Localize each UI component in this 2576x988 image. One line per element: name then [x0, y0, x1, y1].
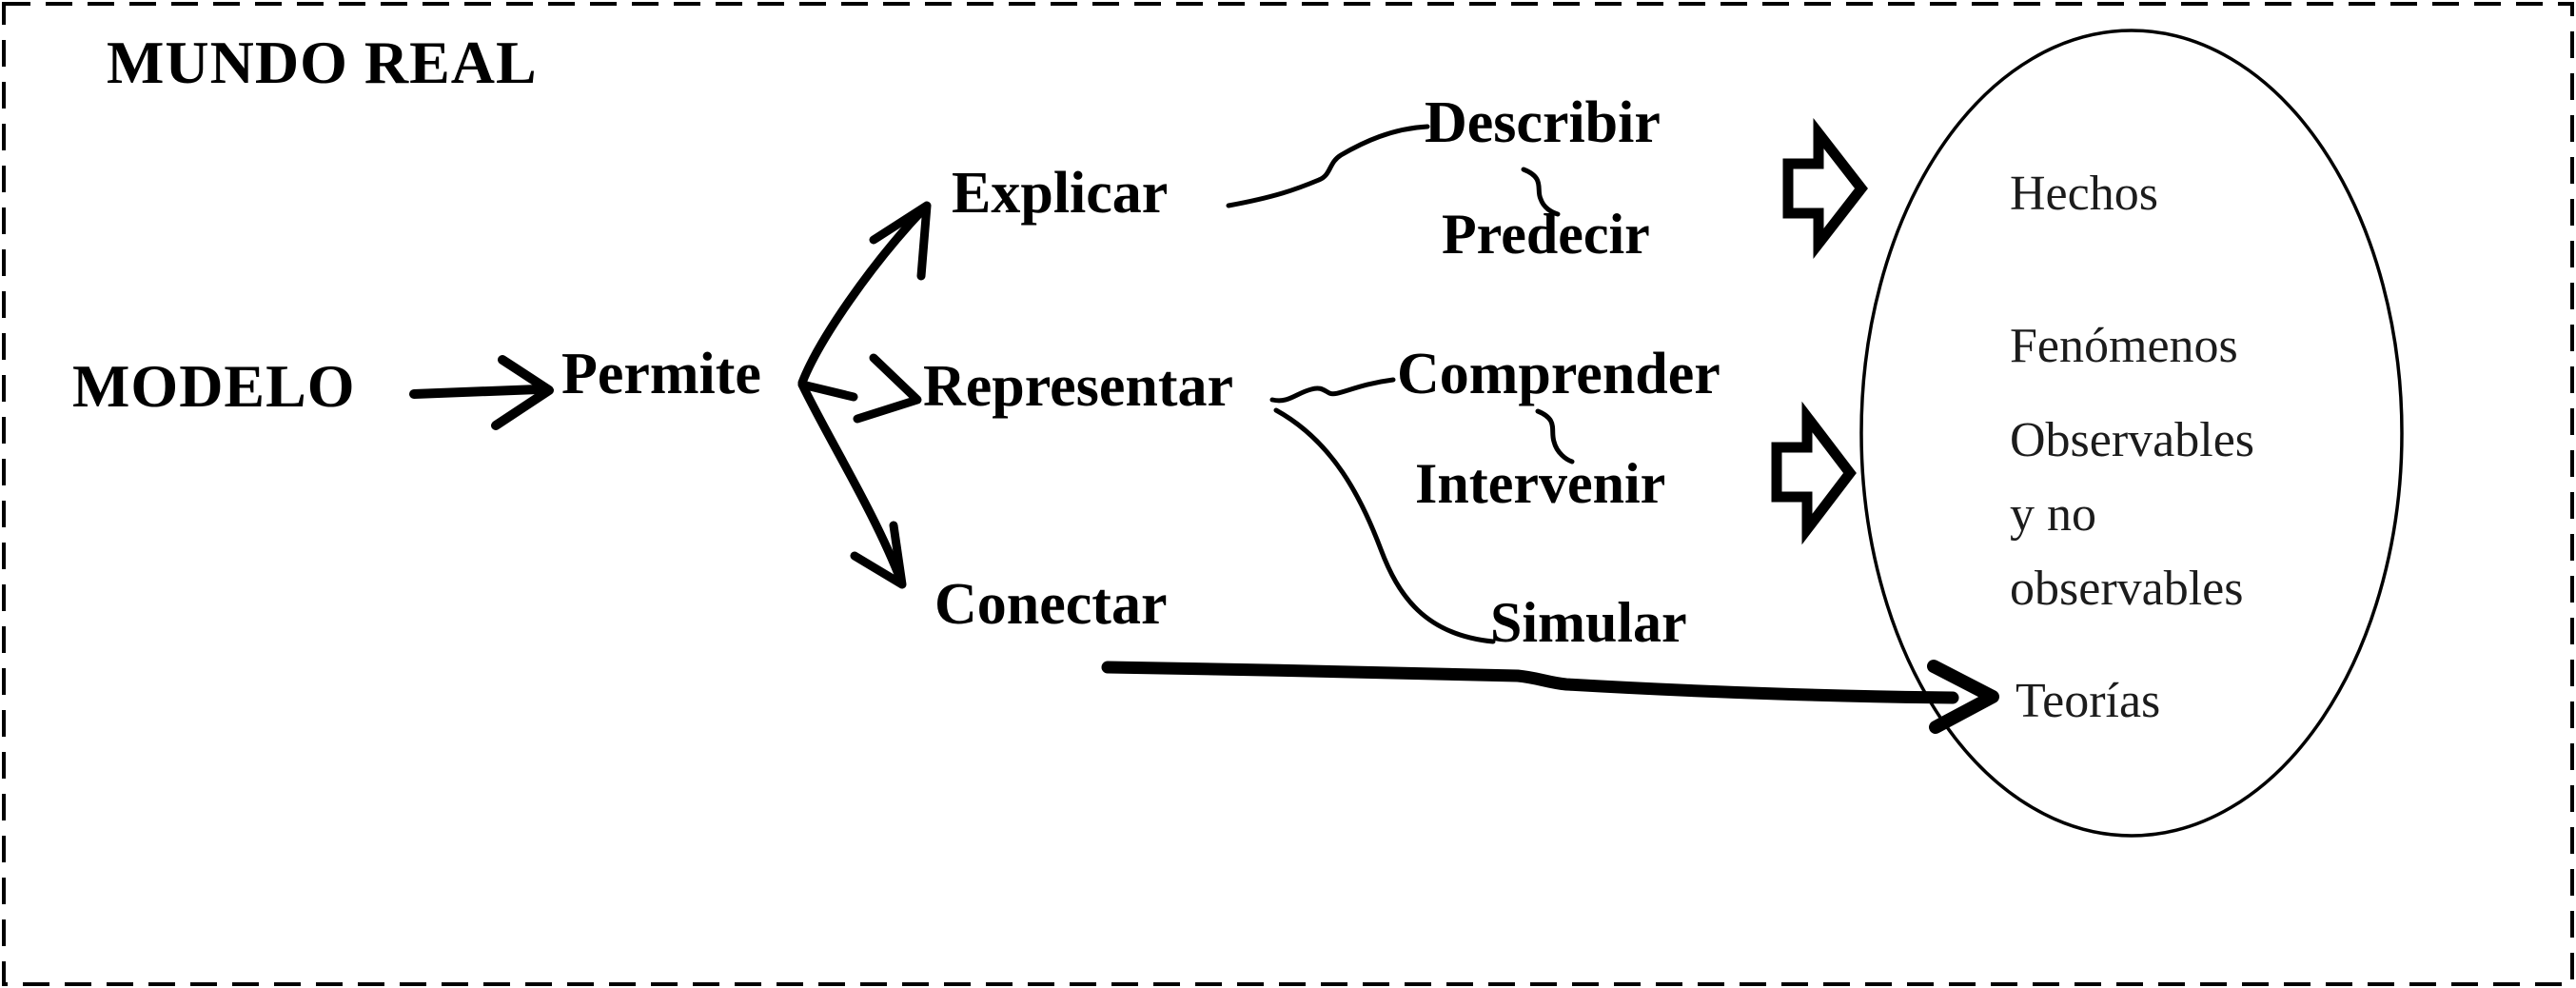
arrow-modelo-permite-shaft: [409, 385, 543, 399]
node-permite: Permite: [561, 342, 761, 406]
frame-title: MUNDO REAL: [107, 29, 538, 96]
arrow-permite-conectar-head: [850, 521, 907, 589]
node-describir: Describir: [1425, 90, 1661, 155]
node-intervenir: Intervenir: [1415, 452, 1666, 515]
mundo-real-ellipse: [1859, 29, 2404, 838]
block-arrow-top-icon: [1782, 117, 1868, 260]
node-representar: Representar: [923, 354, 1233, 419]
ellipse-item-observables: Observables y no observables: [2010, 413, 2255, 616]
ellipse-item-teorias: Teorías: [2016, 674, 2161, 728]
node-explicar: Explicar: [952, 161, 1169, 226]
node-simular: Simular: [1490, 591, 1687, 654]
block-arrow-bottom-icon: [1771, 401, 1857, 545]
curve-representar-simular: [1273, 407, 1496, 644]
curve-explicar-describir: [1226, 124, 1430, 208]
arrow-permite-conectar-shaft: [797, 380, 906, 586]
arrow-permite-explicar-shaft: [797, 203, 930, 387]
curve-representar-comprender: [1269, 377, 1396, 404]
node-predecir: Predecir: [1442, 203, 1650, 266]
curve-describir-predecir: [1521, 167, 1561, 217]
node-modelo: MODELO: [72, 352, 356, 420]
arrow-conectar-teorias-head: [1927, 660, 1999, 734]
arrow-permite-explicar-head: [869, 201, 932, 281]
node-conectar: Conectar: [934, 572, 1168, 637]
arrow-permite-representar-shaft: [797, 380, 858, 402]
ellipse-item-fenomenos: Fenómenos: [2010, 319, 2238, 373]
ellipse-item-hechos: Hechos: [2010, 167, 2158, 221]
node-comprender: Comprender: [1397, 342, 1721, 406]
arrow-permite-representar-head: [853, 353, 922, 424]
arrow-modelo-permite-head: [491, 355, 554, 430]
curve-comprender-intervenir: [1535, 408, 1575, 464]
arrow-conectar-teorias-shaft: [1101, 661, 1959, 704]
